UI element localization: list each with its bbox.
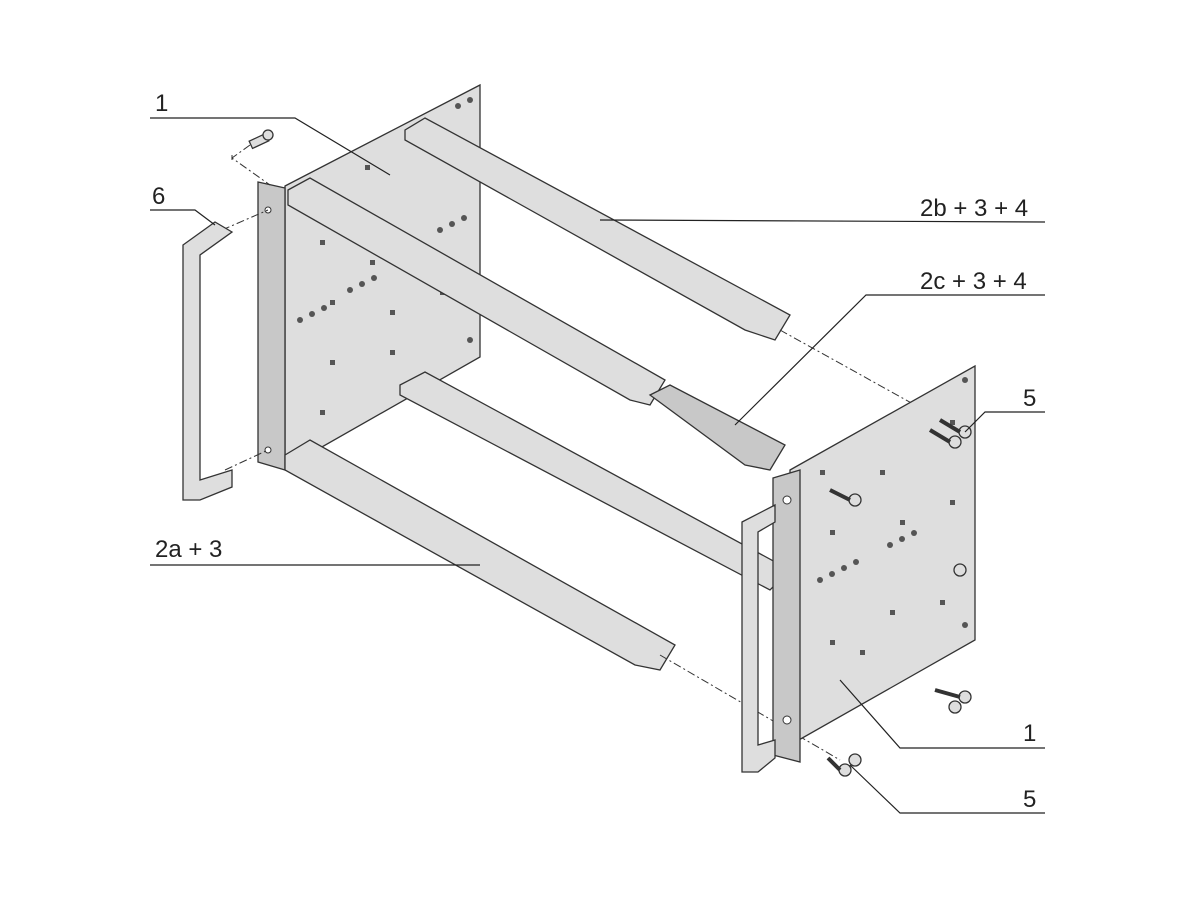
callout-rail-bottom-front: 2a + 3 xyxy=(155,536,223,563)
callout-side-panel-left: 1 xyxy=(155,90,169,117)
callout-handle-left: 6 xyxy=(152,183,166,210)
assembly-line xyxy=(231,144,271,186)
callout-screws-right-bottom: 5 xyxy=(1023,786,1037,813)
left-panel-holes xyxy=(297,97,473,415)
left-handle xyxy=(182,221,234,501)
leader-lines xyxy=(150,117,1046,814)
rail-top-rear xyxy=(404,117,791,341)
left-front-flange xyxy=(257,181,286,471)
screw-icons-right xyxy=(826,418,972,777)
rail-top-front xyxy=(287,177,666,406)
callout-screws-right-top: 5 xyxy=(1023,385,1037,412)
callout-rail-top-front: 2c + 3 + 4 xyxy=(920,268,1027,295)
right-handle xyxy=(741,503,776,773)
screw-icon xyxy=(248,129,274,150)
right-panel-holes xyxy=(817,377,968,655)
right-front-flange xyxy=(772,469,801,763)
callout-side-panel-right: 1 xyxy=(1023,720,1037,747)
assembly-line xyxy=(221,209,269,471)
callout-rail-top-rear: 2b + 3 + 4 xyxy=(920,195,1029,222)
rail-top-front-insert xyxy=(648,384,786,471)
rail-bottom-front xyxy=(284,439,676,671)
